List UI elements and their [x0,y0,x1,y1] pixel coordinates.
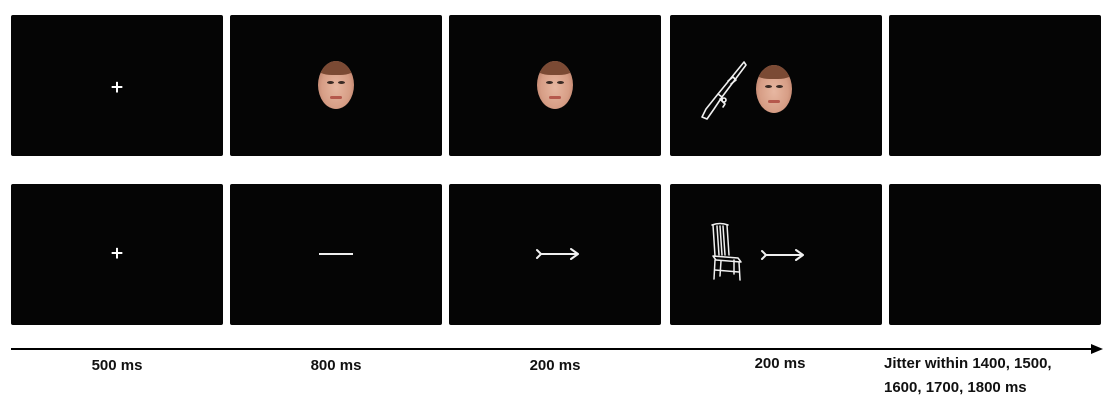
duration-label-800ms: 800 ms [311,357,362,374]
face-image [318,61,354,109]
fixation-cross: + [110,246,124,263]
face-image [756,65,792,113]
row1-screen3-face [449,15,661,156]
duration-label-200ms-b: 200 ms [755,355,806,372]
row2-screen3-arrow [449,184,661,325]
face-image [537,61,573,109]
fixation-cross: + [110,80,124,97]
row2-screen4-chair-arrow [670,184,882,325]
chair-icon [708,222,744,282]
duration-label-500ms: 500 ms [92,357,143,374]
row1-screen4-gun-face [670,15,882,156]
arrow-right-icon [535,247,581,261]
row2-screen2-line [230,184,442,325]
gun-icon [698,59,748,121]
row1-screen2-face [230,15,442,156]
horizontal-line [319,253,353,255]
arrow-right-icon [760,248,806,262]
duration-label-200ms-a: 200 ms [530,357,581,374]
duration-label-jitter: Jitter within 1400, 1500, 1600, 1700, 18… [884,352,1052,400]
row1-screen5-blank [889,15,1101,156]
row1-screen1-fixation: + [11,15,223,156]
row2-screen1-fixation: + [11,184,223,325]
row2-screen5-blank [889,184,1101,325]
